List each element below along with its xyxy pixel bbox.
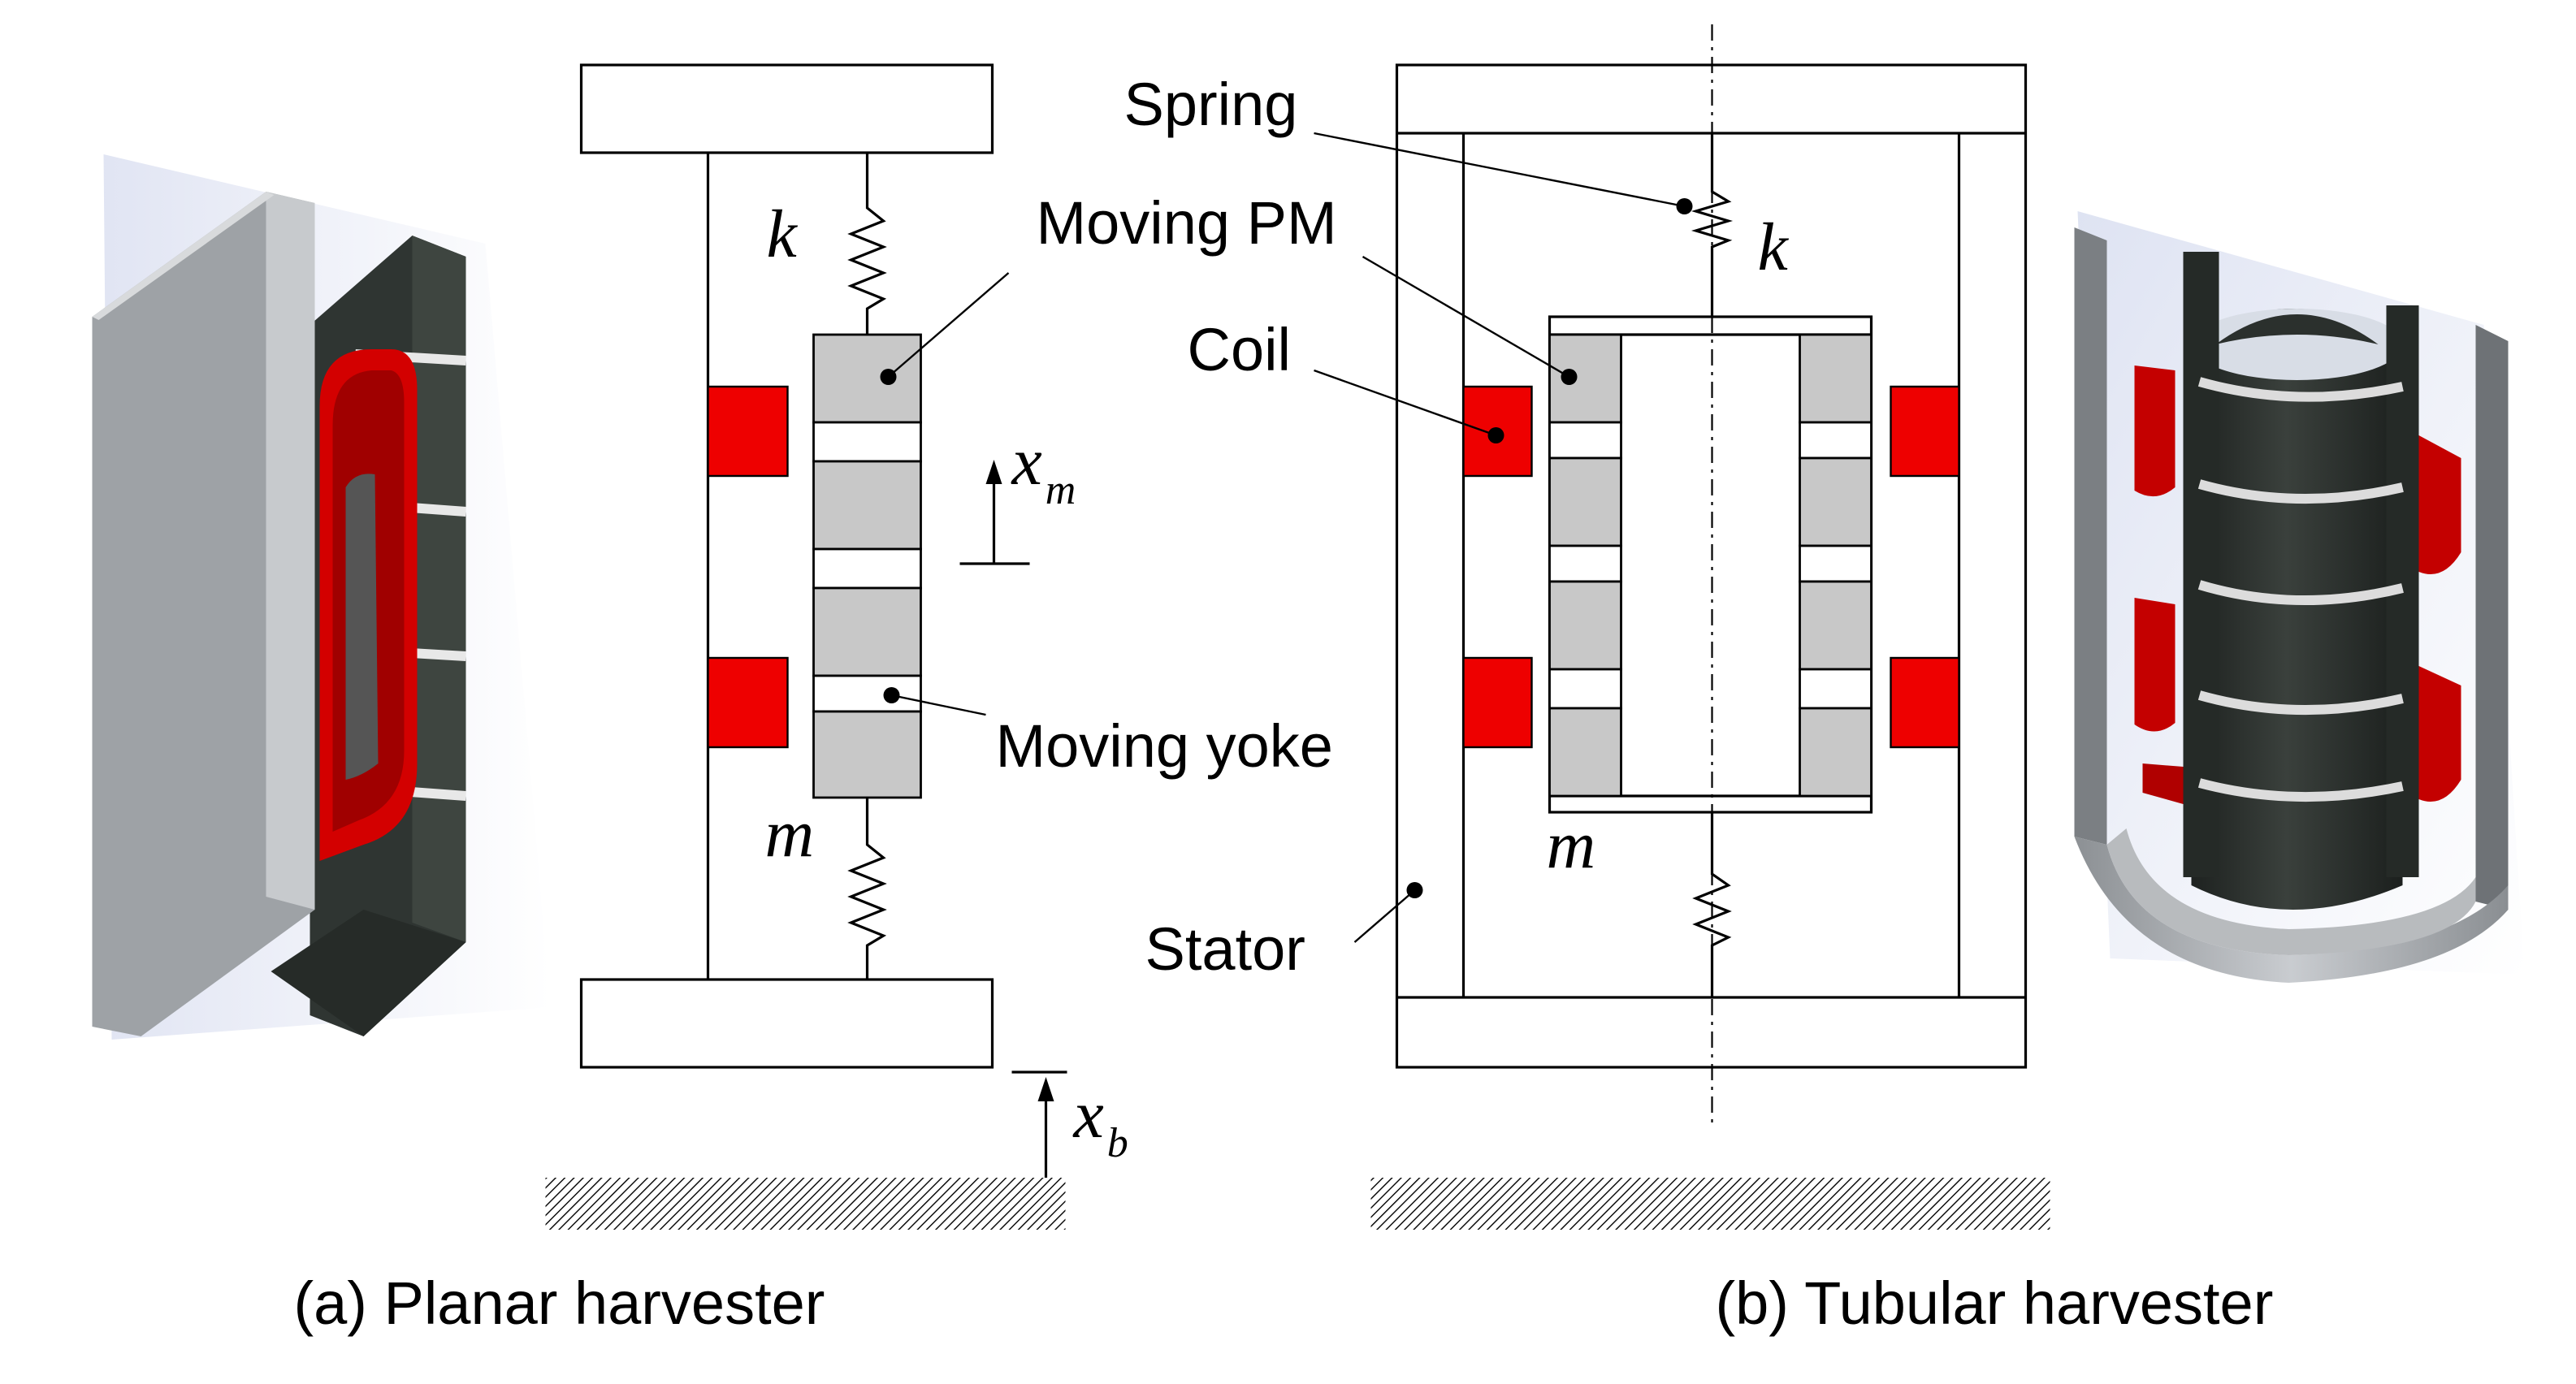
ground-left [545,1178,1066,1230]
pm-2 [812,460,922,551]
tube-top-spring [1691,133,1734,317]
pm-3 [812,586,922,677]
pm-1 [812,333,922,424]
yoke-3 [812,674,922,713]
leader-lines [880,132,1693,943]
spring-label: Spring [1124,71,1298,138]
mass-m-tubular: m [1547,807,1596,883]
caption-tubular: (b) Tubular harvester [1716,1269,2274,1337]
stator-label: Stator [1145,915,1305,983]
moving-pm-label: Moving PM [1037,189,1337,257]
coil-label: Coil [1188,316,1291,383]
ground-right [1370,1178,2050,1230]
coil-upper [707,385,789,478]
caption-planar: (a) Planar harvester [294,1269,825,1337]
yoke-2 [812,547,922,590]
spring-k-planar: k [767,197,799,272]
pm-4 [812,710,922,799]
bottom-spring [847,798,887,980]
tubular-schematic [1370,24,2050,1230]
tube-bottom-spring [1692,812,1732,997]
planar-schematic [545,63,1067,1230]
moving-yoke-label: Moving yoke [996,712,1333,780]
yoke-1 [812,421,922,463]
top-spring [847,153,887,335]
coil-lower [707,656,789,749]
mass-m-planar: m [765,796,815,871]
bottom-plate [579,978,994,1069]
planar-render [92,154,551,1040]
tubular-render [2074,211,2525,983]
top-plate [579,63,994,154]
spring-k-tubular: k [1758,210,1790,285]
